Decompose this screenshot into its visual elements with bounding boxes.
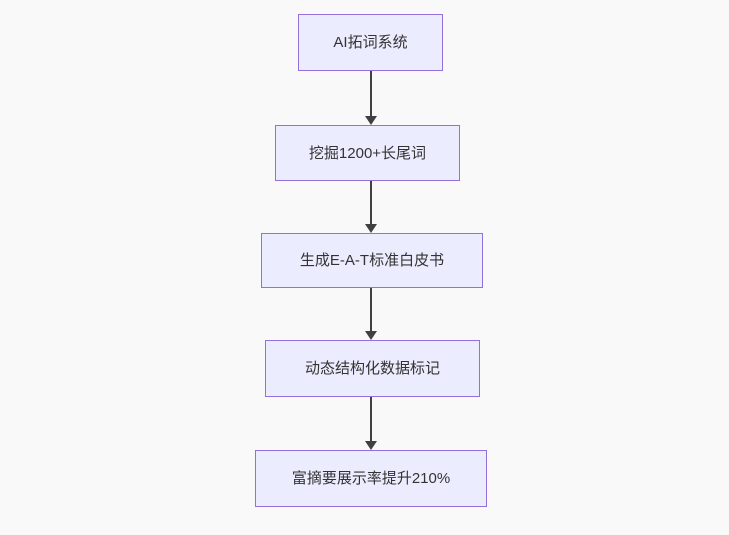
arrow-head-down-icon [365,331,377,340]
flow-arrow-1 [365,71,377,125]
flow-arrow-4 [365,397,377,450]
arrow-head-down-icon [365,441,377,450]
arrow-line [370,397,372,442]
flow-node-3: 生成E-A-T标准白皮书 [261,233,483,288]
arrow-head-down-icon [365,116,377,125]
flow-node-5-label: 富摘要展示率提升210% [291,470,451,487]
flow-node-1: AI拓词系统 [298,14,443,71]
arrow-line [370,71,372,117]
flow-node-2: 挖掘1200+长尾词 [275,125,460,181]
arrow-line [370,181,372,225]
flow-node-5: 富摘要展示率提升210% [255,450,487,507]
flow-node-3-label: 生成E-A-T标准白皮书 [299,252,445,269]
flow-arrow-3 [365,288,377,340]
flow-arrow-2 [365,181,377,233]
arrow-head-down-icon [365,224,377,233]
arrow-line [370,288,372,332]
flow-node-4-label: 动态结构化数据标记 [304,360,440,377]
flow-node-4: 动态结构化数据标记 [265,340,480,397]
flow-node-1-label: AI拓词系统 [333,34,408,51]
flow-node-2-label: 挖掘1200+长尾词 [308,144,427,162]
